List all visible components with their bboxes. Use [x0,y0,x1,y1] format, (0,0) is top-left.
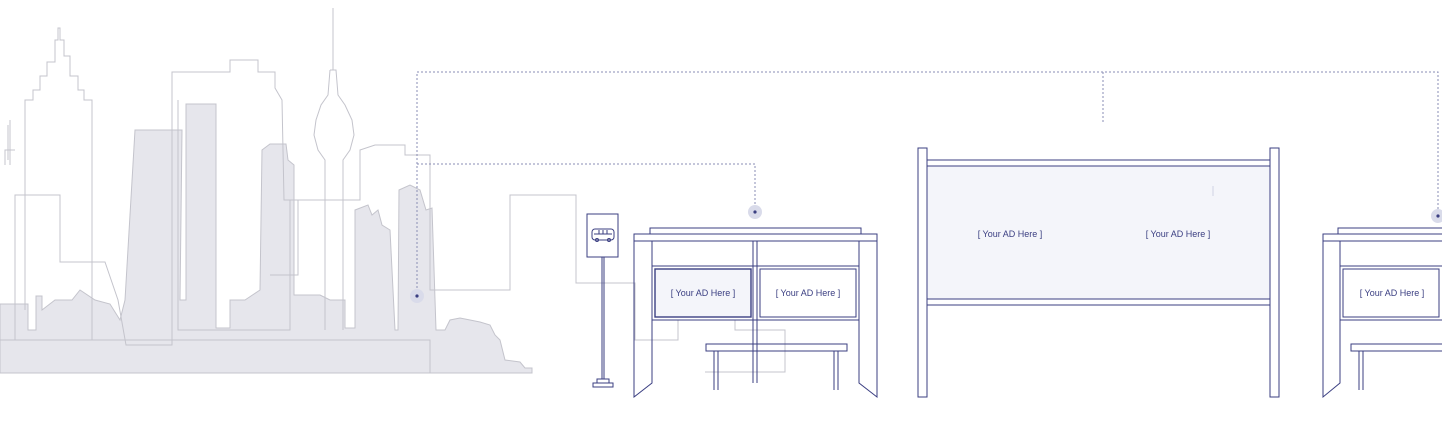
ad-label: [ Your AD Here ] [978,229,1043,239]
bus-stop-sign [586,213,619,388]
bus-shelter-partial [1322,227,1442,399]
bus-shelter [633,227,878,399]
city-skyline [0,8,786,374]
ad-panel [759,268,857,318]
ad-label: [ Your AD Here ] [1146,229,1211,239]
marker-dot [1436,214,1440,218]
billboard [917,147,1280,398]
connector-markers [410,205,1442,303]
ad-label: [ Your AD Here ] [1360,288,1425,298]
bus-icon [591,228,615,242]
ad-panel [654,268,752,318]
marker-dot [753,210,757,214]
connector-lines [416,71,1439,296]
ad-label: [ Your AD Here ] [671,288,736,298]
marker-dot [415,294,419,298]
ad-label: [ Your AD Here ] [776,288,841,298]
ad-panel [1342,268,1440,318]
